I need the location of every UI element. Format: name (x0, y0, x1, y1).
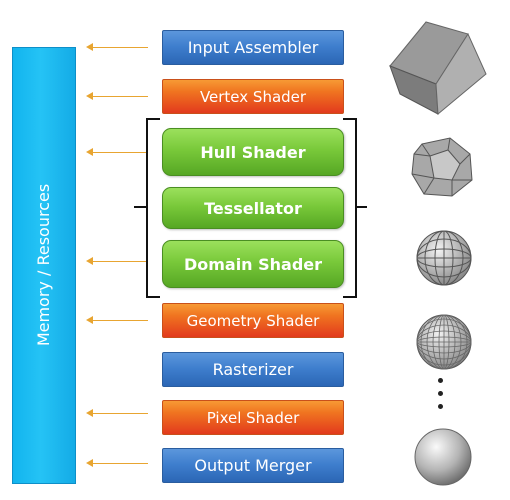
arrow-pixel-shader (86, 409, 148, 418)
arrow-input-assembler (86, 43, 148, 52)
faceted-sphere-icon (411, 137, 473, 197)
stage-tessellator: Tessellator (162, 187, 344, 229)
tessellation-bracket-right (343, 118, 357, 298)
bracket-tick-left (134, 206, 146, 208)
stage-output-merger: Output Merger (162, 448, 344, 483)
arrow-vertex-shader (86, 92, 148, 101)
memory-resources-label: Memory / Resources (34, 183, 53, 347)
arrow-hull-shader (86, 148, 148, 157)
arrow-geometry-shader (86, 316, 148, 325)
bracket-tick-right (355, 206, 367, 208)
smooth-sphere-icon (414, 428, 472, 486)
memory-resources-bar (12, 47, 76, 484)
coarse-sphere-icon (416, 230, 472, 286)
stage-hull-shader: Hull Shader (162, 128, 344, 176)
ellipsis-dots-icon (436, 378, 446, 412)
stage-input-assembler: Input Assembler (162, 30, 344, 65)
arrow-domain-shader (86, 257, 148, 266)
stage-rasterizer: Rasterizer (162, 352, 344, 387)
stage-geometry-shader: Geometry Shader (162, 303, 344, 338)
fine-sphere-icon (416, 314, 472, 370)
stage-pixel-shader: Pixel Shader (162, 400, 344, 435)
arrow-output-merger (86, 459, 148, 468)
stage-vertex-shader: Vertex Shader (162, 79, 344, 114)
stage-domain-shader: Domain Shader (162, 240, 344, 288)
cube-icon (389, 21, 487, 116)
tessellation-bracket-left (146, 118, 160, 298)
